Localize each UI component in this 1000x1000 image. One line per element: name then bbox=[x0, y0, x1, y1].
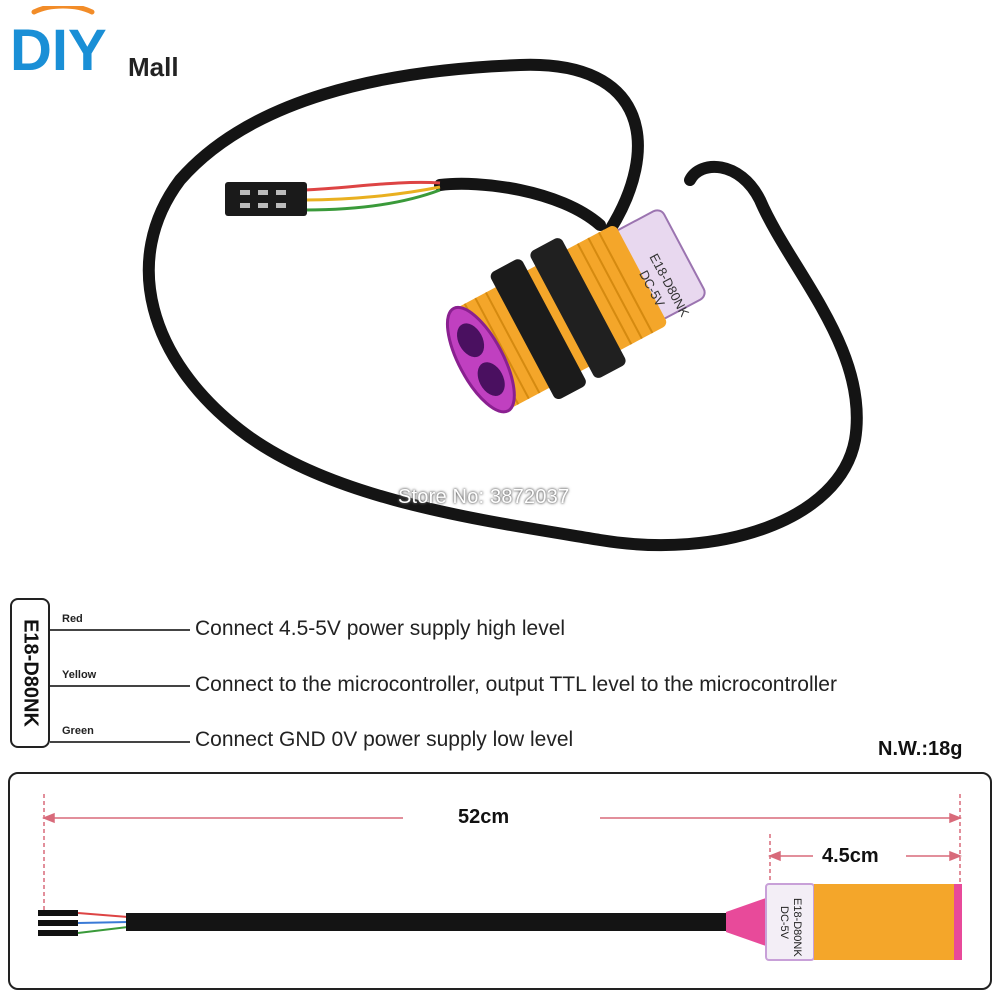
wire-red bbox=[304, 180, 441, 192]
wire-desc-green: Connect GND 0V power supply low level bbox=[195, 728, 574, 751]
wire-yellow bbox=[304, 185, 441, 202]
sensor-body: E18-D80NK DC-5V bbox=[445, 209, 706, 414]
model-label: E18-D80NK bbox=[19, 619, 42, 727]
sensor-length-label: 4.5cm bbox=[822, 845, 879, 867]
wire-desc-red: Connect 4.5-5V power supply high level bbox=[195, 617, 566, 640]
mount-nut-back bbox=[530, 238, 626, 378]
side-print-voltage: DC-5V bbox=[778, 906, 790, 940]
leader-line-yellow bbox=[50, 685, 190, 687]
side-print-model: E18-D80NK bbox=[791, 898, 803, 957]
leader-line-green bbox=[50, 741, 190, 743]
cable-end-pins bbox=[38, 910, 129, 936]
wire-label-red: Red bbox=[62, 613, 83, 625]
sensor-cable bbox=[142, 58, 863, 552]
sensor-side-body bbox=[814, 884, 954, 960]
wire-label-green: Green bbox=[62, 725, 94, 737]
logo-text: DIY bbox=[10, 18, 107, 83]
dimension-drawing: E18-D80NK DC-5V bbox=[38, 794, 963, 961]
cable-side-view bbox=[126, 913, 728, 931]
wire-label-yellow: Yellow bbox=[62, 669, 97, 681]
net-weight: N.W.:18g bbox=[878, 738, 963, 760]
model-label-box: E18-D80NK bbox=[10, 598, 50, 748]
cable-length-measure bbox=[41, 794, 963, 912]
store-watermark: Store No: 3872037 bbox=[398, 486, 570, 508]
logo-suffix: Mall bbox=[128, 52, 179, 82]
wire-green bbox=[304, 188, 441, 212]
diymall-logo: DIY Mall bbox=[10, 6, 179, 83]
cable-length-label: 52cm bbox=[458, 806, 510, 828]
leader-line-red bbox=[50, 629, 190, 631]
mount-nut-front bbox=[490, 259, 586, 400]
sensor-tail-boot bbox=[726, 898, 766, 946]
wire-desc-yellow: Connect to the microcontroller, output T… bbox=[195, 673, 837, 696]
product-photo: E18-D80NK DC-5V bbox=[142, 58, 863, 552]
dimension-panel bbox=[8, 772, 992, 990]
connector-cable bbox=[434, 177, 606, 231]
sensor-length-measure bbox=[767, 834, 963, 884]
dupont-connector bbox=[225, 182, 307, 216]
